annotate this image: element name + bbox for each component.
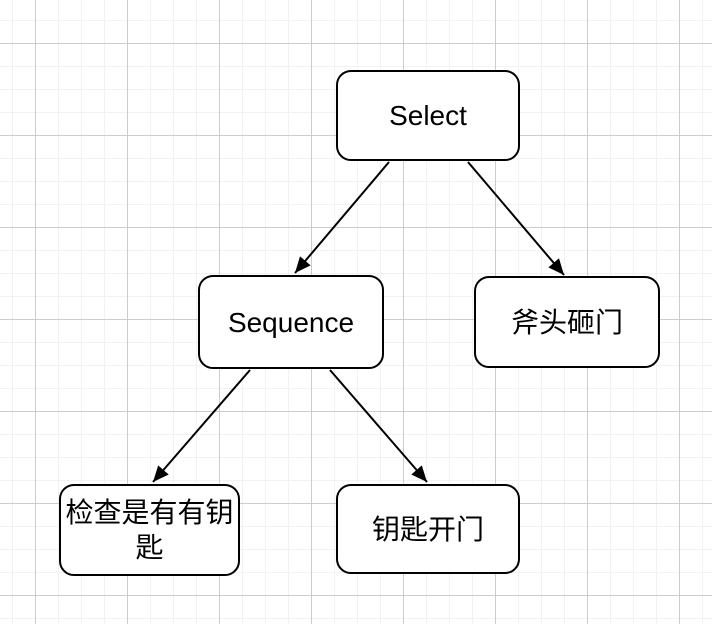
node-axe-door[interactable]: 斧头砸门 [474,276,660,368]
node-key-open-label: 钥匙开门 [371,513,484,545]
node-axe-door-label: 斧头砸门 [510,306,623,338]
edge-sequence-check-key[interactable] [152,369,251,483]
node-sequence[interactable]: Sequence [198,275,384,369]
node-check-key[interactable]: 检查是有有钥 匙 [59,484,240,576]
node-sequence-label: Sequence [227,306,355,338]
edge-select-sequence[interactable] [294,161,390,274]
node-select-label: Select [389,100,467,131]
node-check-key-label: 检查是有有钥 匙 [65,497,234,563]
edge-sequence-key-open[interactable] [329,369,428,483]
node-select[interactable]: Select [336,70,520,161]
node-key-open[interactable]: 钥匙开门 [336,484,520,574]
edge-select-axe-door[interactable] [467,161,565,276]
